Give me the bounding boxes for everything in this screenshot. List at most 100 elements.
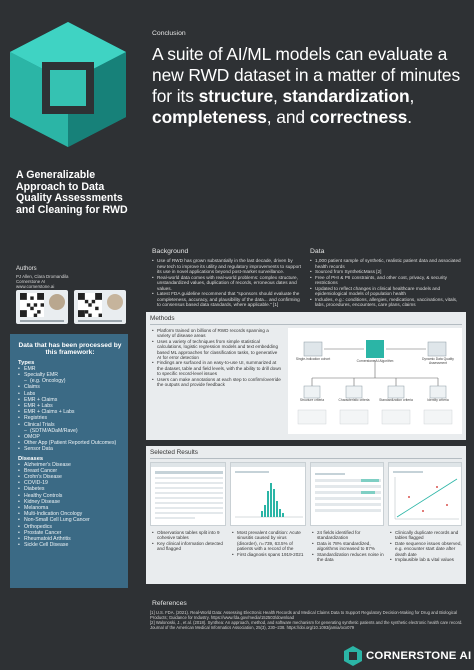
headline-sep: ,: [409, 86, 415, 106]
disease-item: Alzheimer's Disease: [18, 462, 122, 468]
results-item: Clinically duplicate records and tables …: [390, 530, 462, 541]
flow-node-characteristic: Characteristic criteria: [338, 398, 370, 402]
data-type-item: Labs: [18, 391, 122, 397]
data-type-item: Registries: [18, 415, 122, 421]
reference-item[interactable]: [2] Walonoski, J., et al. (2018). Synthe…: [150, 620, 463, 630]
results-item: Observations tables split into 9 cohesiv…: [152, 530, 226, 541]
results-item: Date sequence issues observed, e.g. enco…: [390, 541, 462, 557]
headline-sep: ,: [273, 86, 283, 106]
results-item: Standardization reduces noise in the dat…: [312, 552, 384, 563]
qr-caption: [20, 320, 64, 322]
results-item: Data is 78% standardized, algorithms inc…: [312, 541, 384, 552]
methods-title: Methods: [150, 315, 175, 322]
disease-item: Sickle Cell Disease: [18, 542, 122, 548]
headline-completeness: completeness: [152, 107, 267, 127]
qr-caption: [78, 320, 122, 322]
disease-item: Diabetes: [18, 486, 122, 492]
results-screenshot-3: [310, 462, 384, 526]
data-type-item: OMOP: [18, 434, 122, 440]
data-list: 1,000 patient sample of synthetic, reali…: [310, 258, 465, 308]
disease-item: COVID-19: [18, 480, 122, 486]
reference-item[interactable]: [1] U.S. FDA. (2021). Real-World Data: A…: [150, 610, 458, 620]
authors-website: www.cornerstone.ai: [16, 284, 55, 289]
authors-label: Authors: [16, 266, 37, 272]
brand-footer: CORNERSTONE AI: [344, 646, 471, 666]
processed-data-box: Data that has been processed by this fra…: [10, 334, 128, 588]
data-type-item: EMR + Claims: [18, 397, 122, 403]
disease-item: Multi-Indication Oncology: [18, 511, 122, 517]
results-col-1: Observations tables split into 9 cohesiv…: [152, 530, 226, 552]
disease-item: Melanoma: [18, 505, 122, 511]
headline-sep: , and: [266, 107, 310, 127]
headline-correctness: correctness: [309, 107, 408, 127]
table-thumbnail: [155, 471, 223, 519]
results-title: Selected Results: [150, 449, 198, 456]
results-item: Key clinical information detected and fl…: [152, 541, 226, 552]
diseases-list: Alzheimer's DiseaseBreast CancerCrohn's …: [18, 462, 122, 549]
references-label: References: [152, 600, 187, 607]
disease-item: Crohn's Disease: [18, 474, 122, 480]
background-label: Background: [152, 248, 189, 255]
flow-node-algorithm: Cornerstone AI Algorithm: [356, 359, 394, 363]
screenshot-toolbar: [389, 463, 461, 467]
disease-item: Kidney Disease: [18, 499, 122, 505]
flow-node-assessment: Dynamic Data Quality Assessment: [422, 357, 454, 365]
left-column: A Generalizable Approach to Data Quality…: [0, 0, 140, 670]
disease-item: Non-Small Cell Lung Cancer: [18, 517, 122, 523]
conclusion-label: Conclusion: [152, 30, 186, 37]
results-col-2: Most prevalent condition: Acute sinusiti…: [232, 530, 308, 557]
references-list: [1] U.S. FDA. (2021). Real-World Data: A…: [150, 610, 466, 630]
data-type-item: Clinical Trials: [18, 422, 122, 428]
histogram-thumbnail: [235, 471, 303, 518]
background-item: Latest FDA guideline recommend that "spo…: [152, 291, 302, 308]
screenshot-toolbar: [231, 463, 305, 467]
author-photo: [107, 294, 123, 310]
methods-item: Platform trained on billions of RWD reco…: [152, 328, 282, 339]
standardization-thumbnail: [315, 473, 381, 512]
flow-node-structure: Structure criteria: [299, 398, 325, 402]
divider: [150, 458, 462, 459]
data-label: Data: [310, 248, 325, 255]
background-item: Real-world data comes with real-world pr…: [152, 275, 302, 292]
data-item: Updated to reflect changes in clinical h…: [310, 286, 465, 297]
flow-node-standardization: Standardization criteria: [379, 398, 413, 402]
methods-item: Users can make annotations at each step …: [152, 377, 282, 388]
results-screenshot-2: [230, 462, 306, 526]
data-item: Includes, e.g.: conditions, allergies, m…: [310, 297, 465, 308]
results-item: 24 fields identified for standardization: [312, 530, 384, 541]
data-type-item: Other App (Patient Reported Outcomes): [18, 440, 122, 446]
results-screenshot-4: [388, 462, 462, 526]
divider: [150, 324, 462, 325]
headline-structure: structure: [198, 86, 274, 106]
cornerstone-cube-logo: [10, 22, 126, 147]
methods-panel: Methods Platform trained on billions of …: [146, 312, 466, 440]
data-item: 1,000 patient sample of synthetic, reali…: [310, 258, 465, 269]
author-photo: [49, 294, 65, 310]
data-type-item: EMR: [18, 366, 122, 372]
data-item: Free of PHI & PII constraints, and other…: [310, 275, 465, 286]
disease-item: Breast Cancer: [18, 468, 122, 474]
background-list: Use of RWD has grown substantially in th…: [152, 258, 302, 308]
qr-code-icon: [20, 293, 44, 317]
headline-text: A suite of AI/ML models can evaluate a n…: [152, 44, 461, 106]
data-type-item: Specialty EMR: [18, 372, 122, 378]
data-item: Sourced from SyntheticMass [2]: [310, 269, 465, 275]
data-type-item: Sensor Data: [18, 446, 122, 452]
results-col-3: 24 fields identified for standardization…: [312, 530, 384, 562]
types-list: EMRSpecialty EMR(e.g. Oncology)ClaimsLab…: [18, 366, 122, 453]
qr-card-1[interactable]: [16, 290, 68, 324]
qr-card-2[interactable]: [74, 290, 126, 324]
qr-codes: [16, 290, 126, 324]
data-type-item: EMR + Labs: [18, 403, 122, 409]
headline-standardization: standardization: [282, 86, 410, 106]
brand-name: CORNERSTONE AI: [366, 650, 472, 662]
authors-names: PJ Allen, Clara Dromandila: [16, 274, 69, 279]
results-panel: Selected Results: [146, 446, 466, 584]
scatter-thumbnail: [393, 471, 459, 520]
authors-org: Cornerstone AI: [16, 279, 46, 284]
methods-list: Platform trained on billions of RWD reco…: [152, 328, 282, 387]
results-item: First diagnosis spans 1919-2021: [232, 552, 308, 558]
flow-arrows: [297, 340, 453, 425]
disease-item: Healthy Controls: [18, 493, 122, 499]
poster-title: A Generalizable Approach to Data Quality…: [16, 169, 128, 216]
